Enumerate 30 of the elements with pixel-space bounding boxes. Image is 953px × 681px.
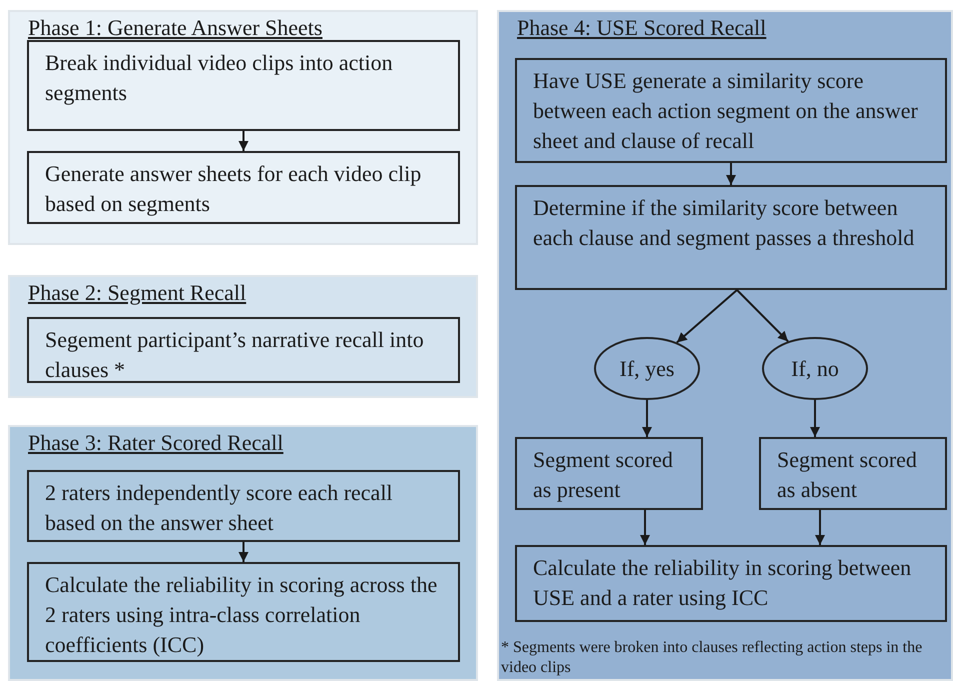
process-box: Calculate the reliability in scoring across the 2 raters using intra-class correlation coefficients (ICC) [27,562,460,662]
arrow [815,510,825,545]
arrow [810,400,820,437]
decision-ellipse: If, yes [594,337,700,400]
process-box: Segement participant’s narrative recall into clauses * [27,317,460,383]
arrow [642,400,652,437]
phase-heading: Phase 3: Rater Scored Recall [28,430,284,456]
phase-panel [8,275,478,398]
process-box: Segment scored as absent [759,437,947,510]
arrow [736,289,789,342]
phase-panel [497,10,953,681]
arrow [238,542,248,562]
process-box: Calculate the reliability in scoring between USE and a rater using ICC [515,545,947,622]
process-box: Break individual video clips into action segments [27,40,460,131]
arrow [726,163,736,185]
process-box: 2 raters independently score each recall based on the answer sheet [27,470,460,542]
arrow [238,131,248,151]
phase-heading: Phase 4: USE Scored Recall [517,15,766,42]
arrow [640,510,650,545]
footnote: * Segments were broken into clauses reflecting action steps in the video clips [501,638,924,678]
process-box: Segment scored as present [515,437,703,510]
phase-panel [8,10,478,245]
process-box: Determine if the similarity score between each clause and segment passes a threshold [515,185,947,290]
phase-heading: Phase 2: Segment Recall [28,280,246,306]
phase-heading: Phase 1: Generate Answer Sheets [28,15,322,42]
process-box: Have USE generate a similarity score between each action segment on the answer sheet and clause of recall [515,58,947,163]
process-box: Generate answer sheets for each video clip based on segments [27,151,460,224]
decision-ellipse: If, no [762,337,868,400]
arrow [676,289,738,344]
phase-panel [8,425,478,681]
